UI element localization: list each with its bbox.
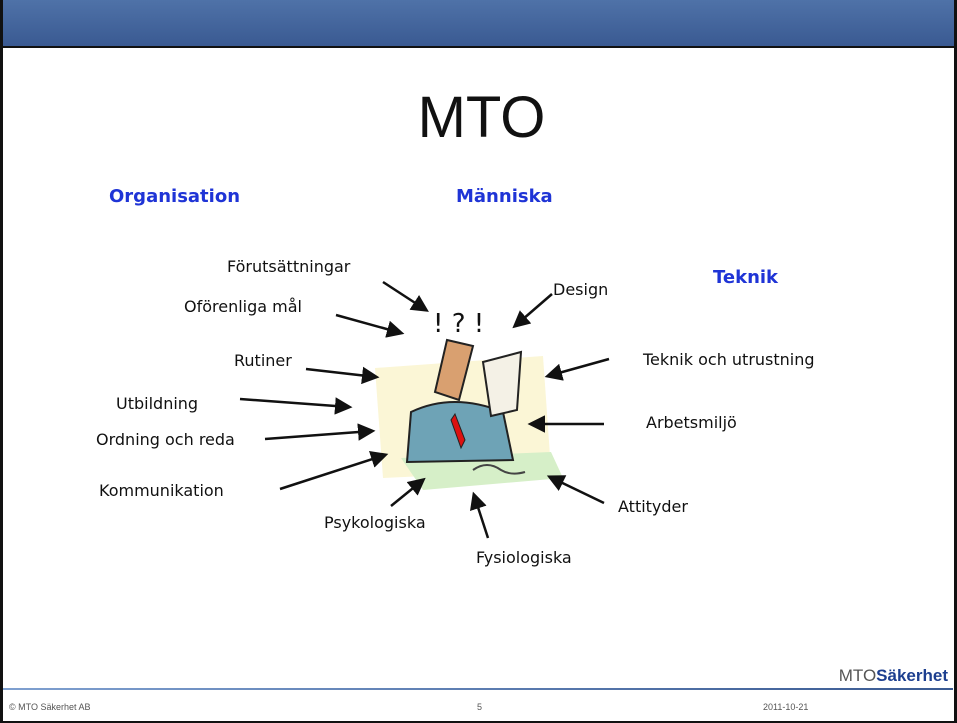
label-design: Design (553, 280, 609, 299)
label-psykologiska: Psykologiska (324, 513, 426, 532)
label-fysiologiska: Fysiologiska (476, 548, 572, 567)
arrow-teknik-och-utrustning (544, 357, 610, 381)
arrow-forutsattningar (382, 280, 429, 312)
arrow-fysiologiska (470, 491, 490, 539)
logo-prefix: MTO (838, 666, 877, 685)
label-attityder: Attityder (618, 497, 688, 516)
label-oforenliga-mal: Oförenliga mål (184, 297, 302, 316)
confused-person-illustration: ! ? ! (375, 309, 563, 490)
label-teknik-och-utrustning: Teknik och utrustning (643, 350, 815, 369)
arrow-ordning-och-reda (264, 423, 376, 441)
arrow-kommunikation (279, 450, 389, 491)
slide-title: MTO (417, 85, 546, 150)
arrow-attityder (546, 475, 605, 505)
footer-copyright: © MTO Säkerhet AB (9, 702, 91, 712)
header-bar (3, 0, 954, 48)
diagram-graphics: ! ? ! (239, 280, 610, 539)
mto-logo: MTOSäkerhet (839, 666, 948, 686)
arrow-design (512, 293, 553, 329)
arrow-rutiner (305, 366, 380, 385)
arrow-psykologiska (390, 477, 426, 507)
arrow-oforenliga-mal (335, 313, 405, 338)
label-rutiner: Rutiner (234, 351, 292, 370)
svg-text:! ? !: ! ? ! (433, 309, 484, 339)
footer-divider (3, 688, 953, 690)
label-forutsattningar: Förutsättningar (227, 257, 351, 276)
heading-teknik: Teknik (713, 267, 779, 288)
label-ordning-och-reda: Ordning och reda (96, 430, 235, 449)
footer-page-number: 5 (477, 702, 483, 712)
label-kommunikation: Kommunikation (99, 481, 224, 500)
arrow-utbildning (239, 397, 353, 415)
label-arbetsmiljo: Arbetsmiljö (646, 413, 737, 432)
footer-date: 2011-10-21 (763, 702, 809, 712)
heading-manniska: Människa (456, 186, 553, 207)
label-utbildning: Utbildning (116, 394, 199, 413)
heading-organisation: Organisation (109, 186, 241, 207)
logo-bold: Säkerhet (876, 666, 948, 685)
